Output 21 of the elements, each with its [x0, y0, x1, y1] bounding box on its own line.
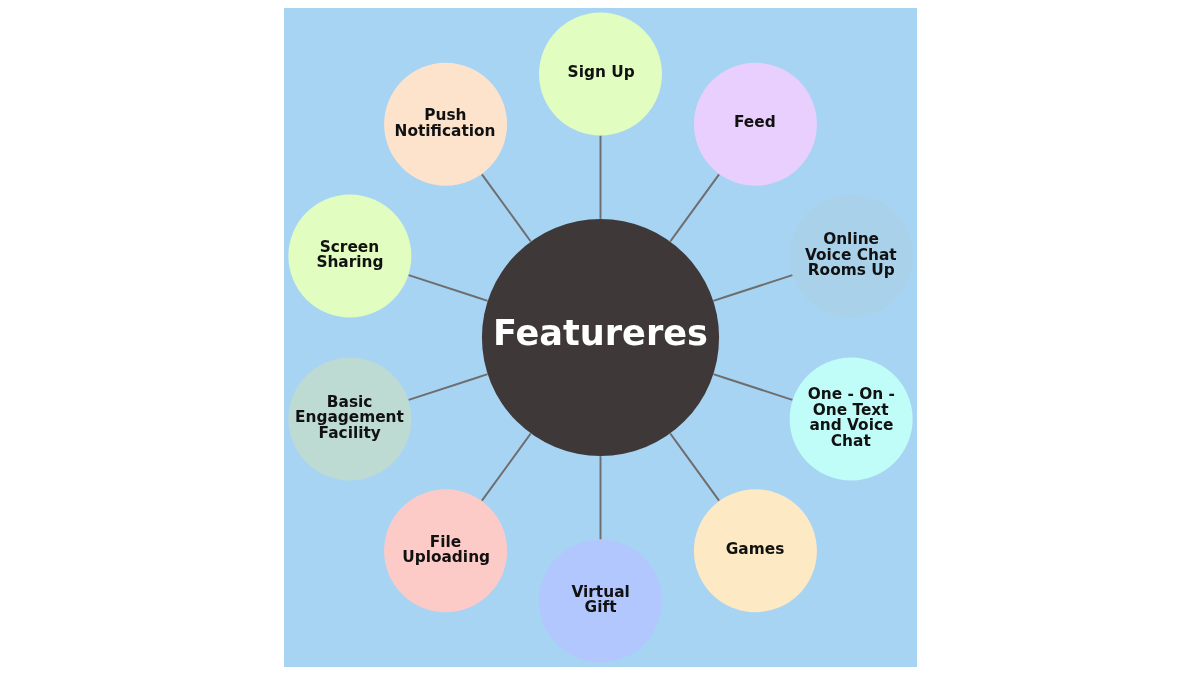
connector: [668, 173, 720, 243]
node-circle: Online Voice Chat Rooms Up: [789, 194, 913, 318]
connector: [668, 432, 720, 502]
connector: [407, 274, 489, 302]
connector: [407, 373, 489, 401]
node-circle: Feed: [693, 62, 817, 186]
connector: [480, 173, 532, 243]
node-circle: Games: [693, 489, 817, 613]
node-circle: Screen Sharing: [287, 194, 411, 318]
connector: [599, 134, 601, 220]
connector: [711, 373, 793, 401]
node-circle: One - On - One Text and Voice Chat: [789, 357, 913, 481]
node-circle: Basic Engagement Facility: [287, 357, 411, 481]
connector: [599, 455, 601, 541]
node-circle: Push Notification: [383, 62, 507, 186]
node-circle: Sign Up: [538, 12, 662, 136]
node-circle: File Uploading: [383, 489, 507, 613]
connector: [480, 432, 532, 502]
node-circle: Virtual Gift: [538, 539, 662, 663]
connector: [711, 274, 793, 302]
node-circle: Featureres: [481, 218, 719, 457]
